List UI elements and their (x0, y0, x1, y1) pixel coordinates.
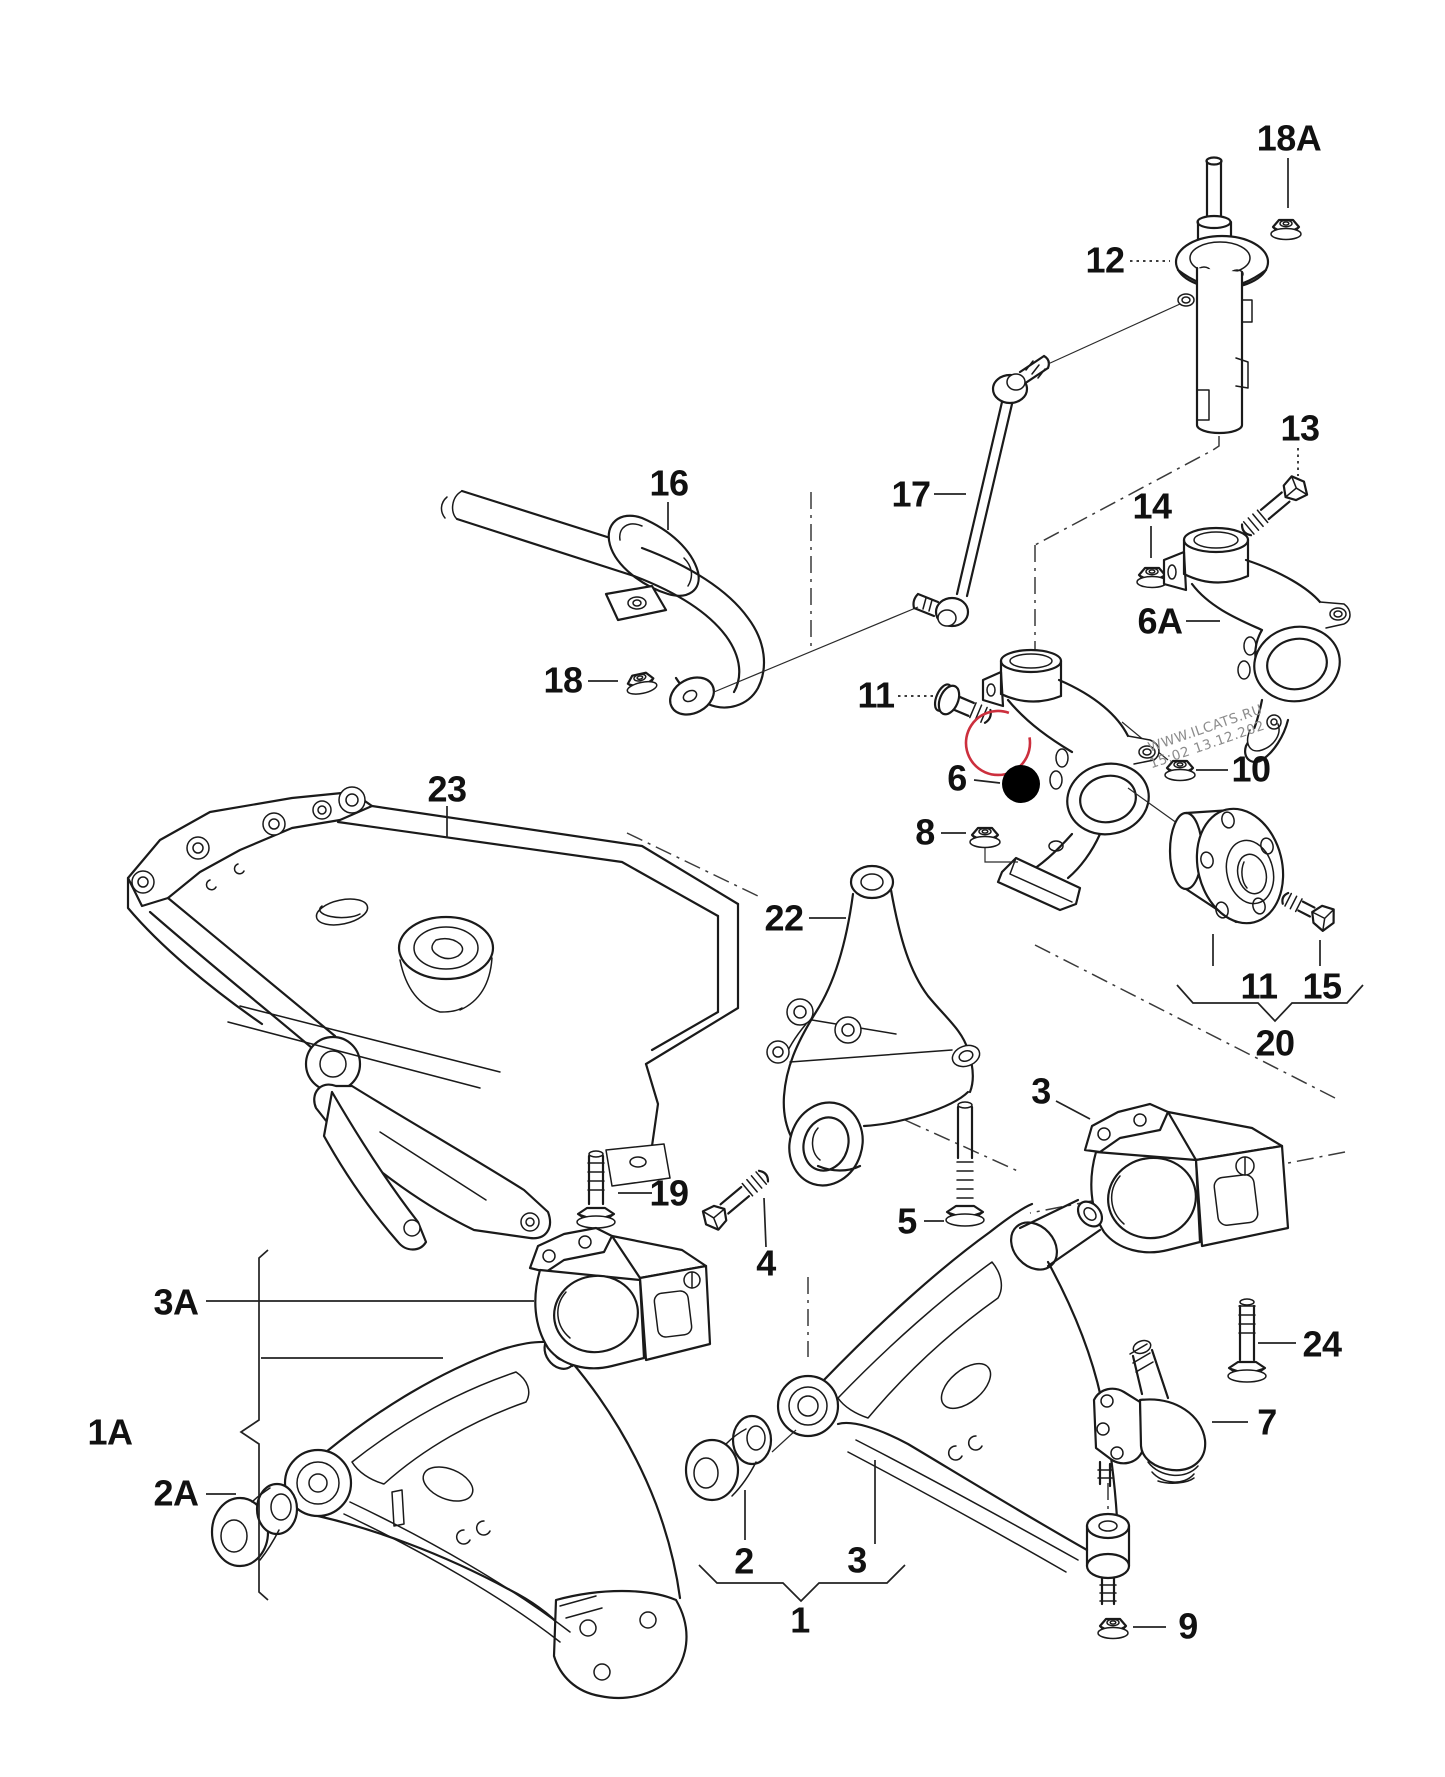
ball-joint-7-part (1092, 1339, 1207, 1488)
callout-15-hub-bolt[interactable]: 15 (1302, 966, 1342, 1007)
callout-16-anti-roll-bar[interactable]: 16 (649, 463, 689, 504)
callout-7-ball-joint[interactable]: 7 (1257, 1402, 1277, 1443)
nut-8-fit-line (984, 848, 1018, 863)
callout-3A-bonded-rubber-bushing-variant[interactable]: 3A (153, 1282, 199, 1323)
callout-2A-arm-bushing-variant[interactable]: 2A (153, 1473, 199, 1514)
nut-14-part (1135, 566, 1169, 589)
coupling-rod-part (912, 303, 1181, 628)
bolt-24-part (1226, 1298, 1268, 1384)
callout-1A-control-arm-assembly-variant[interactable]: 1A (87, 1412, 133, 1453)
bolt-5-part (944, 1101, 986, 1228)
callout-3-bonded-rubber-bushing[interactable]: 3 (847, 1540, 867, 1581)
steering-knuckle-6A-part (1162, 526, 1351, 764)
callout-24-ball-joint-bolt[interactable]: 24 (1302, 1324, 1342, 1365)
pinch-bolt-13-part (1235, 471, 1313, 543)
stabilizer-link-nut (623, 669, 659, 698)
callout-6-steering-knuckle[interactable]: 6 (947, 758, 967, 799)
black-highlight-dot (1002, 765, 1040, 803)
strut-top-nut-part (1269, 218, 1303, 241)
nut-9-part (1096, 1617, 1130, 1640)
control-arm-right-part (771, 1198, 1131, 1606)
bushing-bracket-3-part (1083, 1102, 1290, 1254)
callout-18-flange-nut[interactable]: 18 (543, 660, 583, 701)
callout-10-flange-nut[interactable]: 10 (1231, 749, 1271, 790)
anti-roll-bar-part (440, 489, 919, 716)
leader-lines (206, 158, 1299, 1628)
callout-1-control-arm[interactable]: 1 (790, 1600, 811, 1641)
arm-bushing-2-part (684, 1414, 773, 1502)
bushing-bracket-3A-part (528, 1226, 712, 1370)
subframe-part (126, 786, 740, 1251)
callout-6A-steering-knuckle-variant[interactable]: 6A (1137, 601, 1183, 642)
callout-5-bushing-bolt[interactable]: 5 (897, 1201, 918, 1242)
steering-knuckle-6-part (981, 648, 1249, 912)
assembly-construction-lines (626, 436, 1346, 1518)
red-highlight-circle (964, 709, 1032, 777)
callout-17-coupling-rod[interactable]: 17 (891, 474, 931, 515)
arm-bushing-2A-part (210, 1482, 299, 1568)
nut-8-part (968, 826, 1002, 849)
callout-19-subframe-bolt[interactable]: 19 (649, 1173, 689, 1214)
pinch-bolt-11-part (933, 683, 992, 724)
callout-2-arm-bushing[interactable]: 2 (734, 1541, 754, 1582)
callout-4-bracket-bolt[interactable]: 4 (756, 1243, 777, 1284)
control-arm-left-part (283, 1316, 688, 1700)
bolt-19-part (575, 1150, 617, 1230)
bolt-4-part (697, 1163, 775, 1235)
callout-13-knuckle-pinch-bolt[interactable]: 13 (1280, 408, 1320, 449)
callout-20-wheel-hub-group[interactable]: 20 (1255, 1023, 1295, 1064)
wheel-hub-part (1168, 807, 1285, 925)
callout-11-wheel-hub[interactable]: 11 (1240, 966, 1278, 1007)
support-bracket-part (766, 864, 981, 1187)
callout-22-support-bracket[interactable]: 22 (764, 898, 804, 939)
callout-23-subframe[interactable]: 23 (427, 769, 467, 810)
callout-12-suspension-strut[interactable]: 12 (1085, 240, 1125, 281)
group-brackets (239, 934, 1364, 1603)
suspension-strut-part (1174, 156, 1270, 435)
callout-18A-strut-top-nut[interactable]: 18A (1257, 118, 1323, 159)
callout-9-self-locking-nut[interactable]: 9 (1178, 1606, 1198, 1647)
hub-bolt-15-part (1281, 891, 1335, 932)
callout-14-hex-nut[interactable]: 14 (1132, 486, 1172, 527)
callout-8-flange-nut[interactable]: 8 (915, 812, 935, 853)
callout-11-socket-head-bolt[interactable]: 11 (857, 675, 895, 716)
callout-3-bonded-rubber-bushing[interactable]: 3 (1031, 1071, 1051, 1112)
